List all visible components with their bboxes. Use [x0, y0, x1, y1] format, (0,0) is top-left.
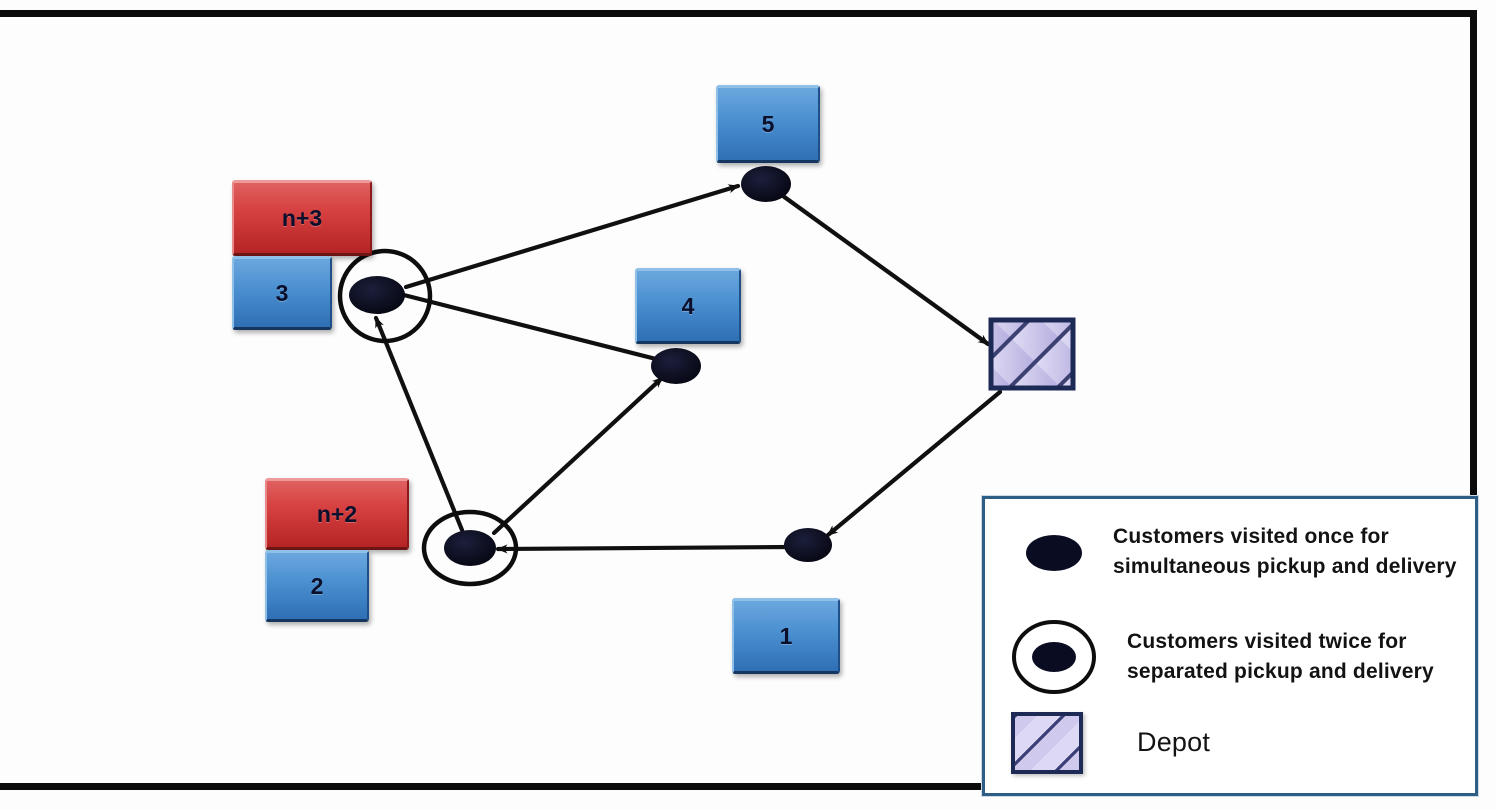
node-4-dot — [651, 348, 701, 384]
box-n-plus-3: n+3 — [232, 180, 372, 256]
legend-item-2-line2: separated pickup and delivery — [1127, 660, 1434, 683]
depot-marker — [988, 317, 1076, 391]
legend-dot-in-circle-icon — [1012, 620, 1096, 694]
legend-item-3-line1: Depot — [1137, 727, 1211, 758]
legend-item-depot: Depot — [1011, 712, 1465, 774]
node-2-pd-dot — [444, 530, 496, 566]
box-5-label: 5 — [761, 110, 775, 137]
legend-item-visited-once: Customers visited once for simultaneous … — [999, 517, 1465, 587]
outer-frame-border — [0, 10, 1477, 790]
edge-node5-depot — [780, 193, 991, 347]
box-2-label: 2 — [310, 572, 324, 599]
box-n-plus-2: n+2 — [265, 478, 409, 550]
box-n-plus-3-label: n+3 — [281, 204, 323, 231]
edge-node3-node5 — [403, 183, 741, 290]
box-1-label: 1 — [779, 622, 793, 649]
box-3: 3 — [232, 256, 332, 330]
box-2: 2 — [265, 550, 369, 622]
ring-node-3-pd — [337, 248, 433, 344]
legend-item-visited-twice: Customers visited twice for separated pi… — [999, 614, 1465, 700]
node-1-dot — [784, 528, 832, 562]
legend-panel: Customers visited once for simultaneous … — [982, 496, 1478, 796]
box-4: 4 — [635, 268, 741, 344]
box-4-label: 4 — [681, 292, 695, 319]
node-3-pd-dot — [349, 276, 405, 314]
legend-depot-swatch-icon — [1011, 712, 1083, 774]
edge-group — [373, 183, 1003, 554]
box-n-plus-2-label: n+2 — [316, 500, 358, 527]
edge-node2-node4 — [491, 375, 665, 536]
node-5-dot — [741, 166, 791, 202]
legend-item-2-line1: Customers visited twice for — [1127, 629, 1407, 653]
edge-node1-node2 — [495, 544, 793, 554]
edge-node2-node3 — [373, 315, 465, 533]
legend-filled-dot-icon — [1026, 535, 1082, 571]
double-visit-rings — [337, 248, 519, 587]
ring-node-2-pd — [421, 509, 519, 587]
box-3-label: 3 — [275, 279, 289, 306]
box-5: 5 — [716, 85, 820, 163]
edge-depot-node1 — [825, 389, 1003, 538]
node-dots — [349, 166, 832, 566]
edge-node4-node3 — [389, 289, 663, 363]
legend-item-1-line1: Customers visited once for — [1113, 524, 1389, 548]
box-1: 1 — [732, 598, 840, 674]
legend-item-1-line2: simultaneous pickup and delivery — [1113, 555, 1457, 578]
